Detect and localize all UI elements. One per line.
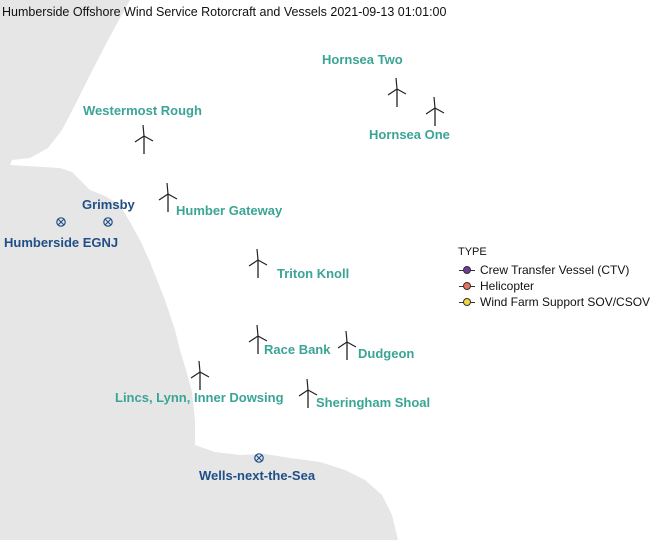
heliport-marker-icon [56,217,66,227]
wind-turbine-icon [134,124,154,154]
legend-key-helicopter-icon [458,278,476,294]
coastline-land-west [0,0,195,450]
port-label-humberside-egnj: Humberside EGNJ [4,235,119,250]
legend-item-sov-csov: Wind Farm Support SOV/CSOV [458,294,650,310]
wind-turbine-icon [158,182,178,212]
wind-farm-label-triton-knoll: Triton Knoll [277,266,350,281]
legend-key-sov-csov-icon [458,294,476,310]
wind-turbine-icon [298,378,318,408]
legend-key-ctv-icon [458,262,476,278]
port-marker-icon [103,217,113,227]
legend: TYPE Crew Transfer Vessel (CTV) Helicopt… [458,246,650,310]
legend-label-ctv: Crew Transfer Vessel (CTV) [480,263,630,277]
wind-turbine-icon [387,77,407,107]
wind-farm-label-humber-gateway: Humber Gateway [176,203,283,218]
wind-farm-label-hornsea-two: Hornsea Two [322,52,403,67]
wind-turbine-icon [248,324,268,354]
coastline-land-south [0,445,398,540]
wind-farm-label-hornsea-one: Hornsea One [369,127,450,142]
wind-farm-label-race-bank: Race Bank [264,342,331,357]
wind-turbine-icon [190,360,210,390]
wind-farm-label-lincs-lynn-inner-dowsing: Lincs, Lynn, Inner Dowsing [115,390,284,405]
map-title: Humberside Offshore Wind Service Rotorcr… [2,5,447,19]
legend-item-ctv: Crew Transfer Vessel (CTV) [458,262,650,278]
port-marker-icon [254,453,264,463]
legend-title: TYPE [458,246,487,258]
port-marker-layer [56,217,264,463]
legend-label-sov-csov: Wind Farm Support SOV/CSOV [480,295,650,309]
wind-farm-label-westermost-rough: Westermost Rough [83,103,202,118]
port-label-wells-next-the-sea: Wells-next-the-Sea [199,468,316,483]
wind-turbine-icon [425,96,445,126]
legend-item-helicopter: Helicopter [458,278,650,294]
legend-label-helicopter: Helicopter [480,279,535,293]
wind-farm-label-sheringham-shoal: Sheringham Shoal [316,395,431,410]
wind-turbine-icon [248,248,268,278]
turbine-layer [134,77,445,408]
port-label-grimsby: Grimsby [82,197,135,212]
wind-farm-label-dudgeon: Dudgeon [358,346,415,361]
wind-turbine-icon [337,330,357,360]
